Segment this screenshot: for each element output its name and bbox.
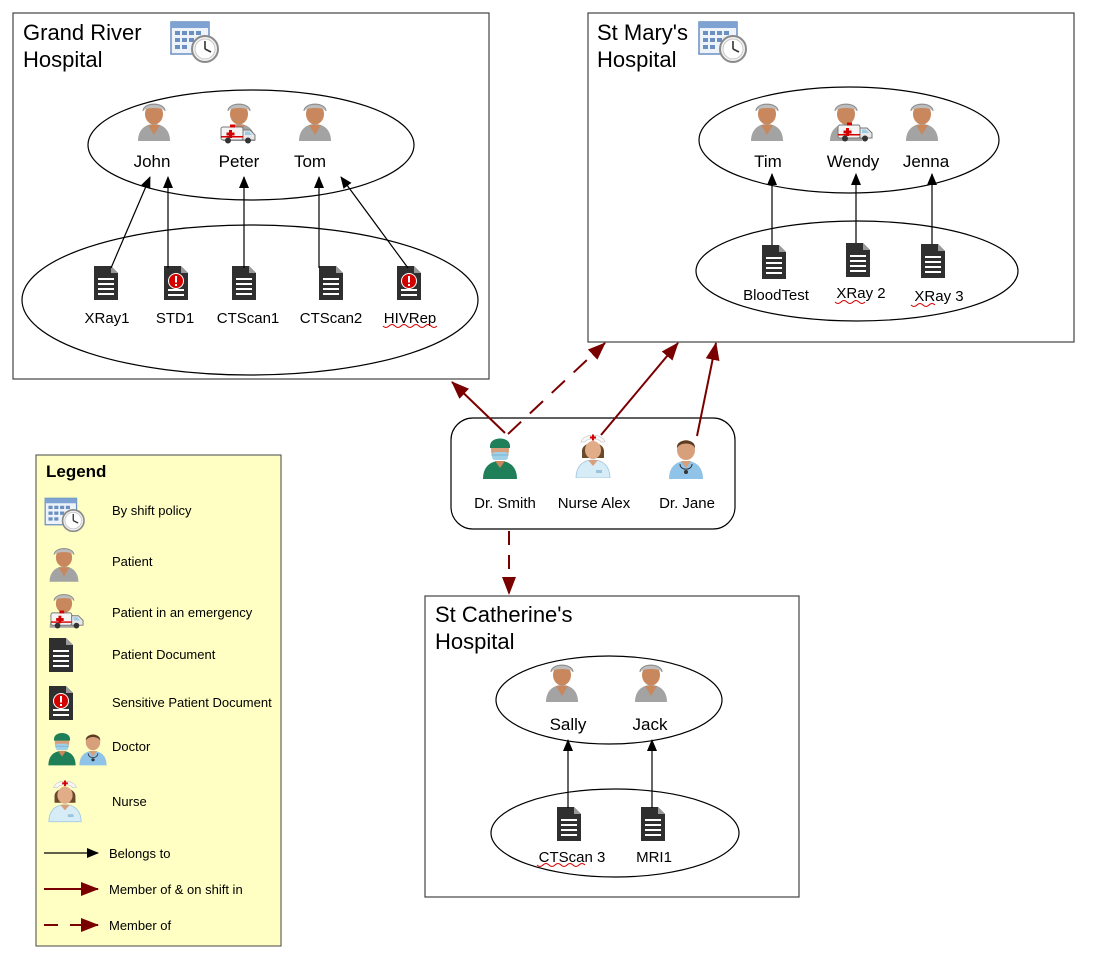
document-icon[interactable] (641, 807, 665, 841)
staff-group: Dr. Smith Nurse Alex Dr. Jane (450, 417, 736, 530)
document-icon[interactable] (319, 266, 343, 300)
sensitive-document-icon[interactable] (396, 265, 422, 301)
document-name: HIVRep (384, 310, 437, 327)
spellcheck-underline (382, 324, 438, 328)
member-on-shift-arrow (696, 342, 720, 437)
hospital-title-line1: St Catherine's (435, 602, 573, 627)
document-name: CTScan2 (300, 310, 363, 327)
document-icon[interactable] (846, 243, 870, 277)
legend-label: Member of (109, 918, 172, 933)
document-icon (49, 638, 73, 672)
belongs-to-arrows (563, 739, 657, 808)
membership-arrows (451, 342, 720, 595)
document-icon[interactable] (762, 245, 786, 279)
document-name: CTScan1 (217, 310, 280, 327)
legend-label: Belongs to (109, 846, 170, 861)
staff-name: Nurse Alex (558, 495, 631, 512)
sensitive-document-icon[interactable] (163, 265, 189, 301)
legend-label: Patient (112, 554, 153, 569)
patient-name: Tim (754, 152, 782, 171)
legend-label: Nurse (112, 794, 147, 809)
document-name: CTScan 3 (539, 849, 606, 866)
hospital-title-line1: Grand River (23, 20, 142, 45)
belongs-to-arrows (767, 173, 937, 245)
document-name: STD1 (156, 310, 194, 327)
patient-name: Jenna (903, 152, 950, 171)
document-name: MRI1 (636, 849, 672, 866)
patient-name: Jack (633, 715, 668, 734)
staff-name: Dr. Smith (474, 495, 536, 512)
member-of-arrow (507, 342, 606, 435)
staff-name: Dr. Jane (659, 495, 715, 512)
document-icon[interactable] (557, 807, 581, 841)
spellcheck-underline (910, 303, 936, 307)
legend-label: By shift policy (112, 503, 192, 518)
legend-label: Doctor (112, 739, 151, 754)
document-icon[interactable] (921, 244, 945, 278)
legend: Legend By shift policy Patient Patient i… (35, 454, 282, 947)
hospital-title-line2: Hospital (435, 629, 514, 654)
member-on-shift-arrow (600, 342, 679, 436)
document-group (21, 224, 479, 376)
hospital-st-catherines: St Catherine's Hospital Sally Jack CTSca… (424, 595, 800, 898)
spellcheck-underline (834, 300, 866, 304)
spellcheck-underline (536, 863, 586, 867)
document-icon[interactable] (232, 266, 256, 300)
document-group (490, 788, 740, 878)
legend-label: Member of & on shift in (109, 882, 243, 897)
hospital-title-line2: Hospital (23, 47, 102, 72)
patient-name: Peter (219, 152, 260, 171)
member-on-shift-arrow (451, 381, 506, 434)
document-name: BloodTest (743, 287, 810, 304)
legend-label: Sensitive Patient Document (112, 695, 272, 710)
hospital-title-line2: Hospital (597, 47, 676, 72)
patient-name: Tom (294, 152, 326, 171)
hospital-title-line1: St Mary's (597, 20, 688, 45)
legend-label: Patient Document (112, 647, 216, 662)
document-icon[interactable] (94, 266, 118, 300)
patient-group (87, 89, 415, 201)
document-name: XRay1 (84, 310, 129, 327)
patient-name: Sally (550, 715, 587, 734)
patient-name: Wendy (827, 152, 880, 171)
patient-name: John (134, 152, 171, 171)
sensitive-document-icon (48, 685, 74, 721)
legend-title: Legend (46, 462, 106, 481)
hospital-st-marys: St Mary's Hospital Tim Wendy Jenna Blood… (587, 12, 1075, 343)
hospital-grand-river: Grand River Hospital John Peter Tom XRay… (12, 12, 490, 380)
belongs-to-arrows (110, 176, 409, 269)
patient-group (495, 655, 723, 745)
document-name: XRay 2 (836, 285, 885, 302)
legend-box (35, 454, 282, 947)
legend-label: Patient in an emergency (112, 605, 253, 620)
document-name: XRay 3 (914, 288, 963, 305)
